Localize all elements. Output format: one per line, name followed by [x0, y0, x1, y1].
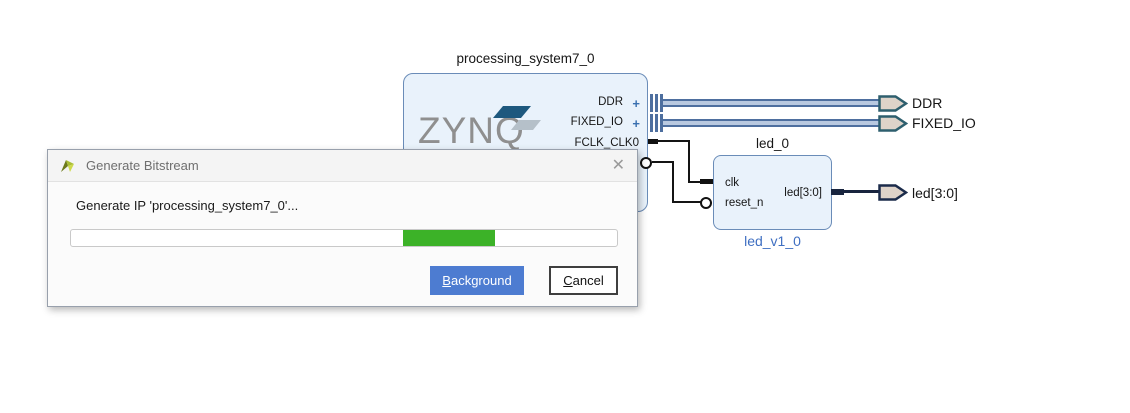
fclk-clk0-stub[interactable] — [648, 139, 658, 144]
dialog-message: Generate IP 'processing_system7_0'... — [76, 198, 299, 213]
reset-wire[interactable] — [652, 161, 674, 163]
led-block[interactable]: clk reset_n led[3:0] — [713, 155, 832, 230]
cancel-button-label: Cancel — [563, 273, 604, 288]
background-button-label: Background — [442, 273, 512, 288]
clk-wire[interactable] — [656, 140, 690, 142]
led-port-label: led[3:0] — [912, 185, 958, 201]
ddr-external-port[interactable] — [878, 95, 908, 112]
reset-wire[interactable] — [672, 201, 702, 203]
progress-segment — [402, 230, 495, 246]
led-output-wire[interactable] — [844, 190, 879, 193]
clk-wire[interactable] — [688, 140, 690, 183]
fclk-reset-bubble[interactable] — [640, 157, 652, 169]
reset-n-input-bubble[interactable] — [700, 197, 712, 209]
zynq-pin-ddr: DDR — [598, 96, 623, 108]
close-icon[interactable]: ✕ — [611, 156, 625, 174]
cancel-button[interactable]: Cancel — [549, 266, 618, 295]
clk-wire[interactable] — [688, 181, 702, 183]
led-block-type: led_v1_0 — [744, 233, 801, 249]
zynq-logo: ZYNQ — [418, 110, 525, 151]
zynq-pin-fixed-io: FIXED_IO — [570, 116, 623, 128]
zynq-block-title: processing_system7_0 — [456, 51, 595, 66]
progress-bar — [70, 229, 618, 247]
fixedio-bus-hash — [650, 114, 663, 132]
zynq-pin-fclk-clk0: FCLK_CLK0 — [574, 137, 639, 149]
led-pin-reset-n: reset_n — [725, 197, 764, 209]
expand-plus-icon[interactable]: + — [632, 116, 640, 131]
led-block-title: led_0 — [755, 136, 790, 151]
ddr-port-label: DDR — [912, 95, 943, 111]
dialog-titlebar[interactable]: Generate Bitstream ✕ — [48, 150, 637, 182]
generate-bitstream-dialog: Generate Bitstream ✕ Generate IP 'proces… — [47, 149, 638, 307]
led-pin-clk: clk — [725, 177, 740, 189]
clk-input-stub[interactable] — [700, 179, 714, 184]
vivado-logo-icon — [61, 159, 74, 172]
background-button[interactable]: Background — [430, 266, 524, 295]
ddr-bus-hash — [650, 94, 663, 112]
led-external-port[interactable] — [878, 184, 908, 201]
expand-plus-icon[interactable]: + — [632, 96, 640, 111]
reset-wire[interactable] — [672, 161, 674, 203]
fixedio-port-label: FIXED_IO — [912, 115, 976, 131]
ddr-bus-wire[interactable] — [663, 99, 879, 107]
led-pin-led: led[3:0] — [784, 187, 822, 199]
fixedio-external-port[interactable] — [878, 115, 908, 132]
led-output-stub[interactable] — [831, 189, 844, 195]
zynq-logo-arrow-icon — [493, 106, 541, 130]
dialog-title: Generate Bitstream — [86, 158, 199, 173]
fixedio-bus-wire[interactable] — [663, 119, 879, 127]
